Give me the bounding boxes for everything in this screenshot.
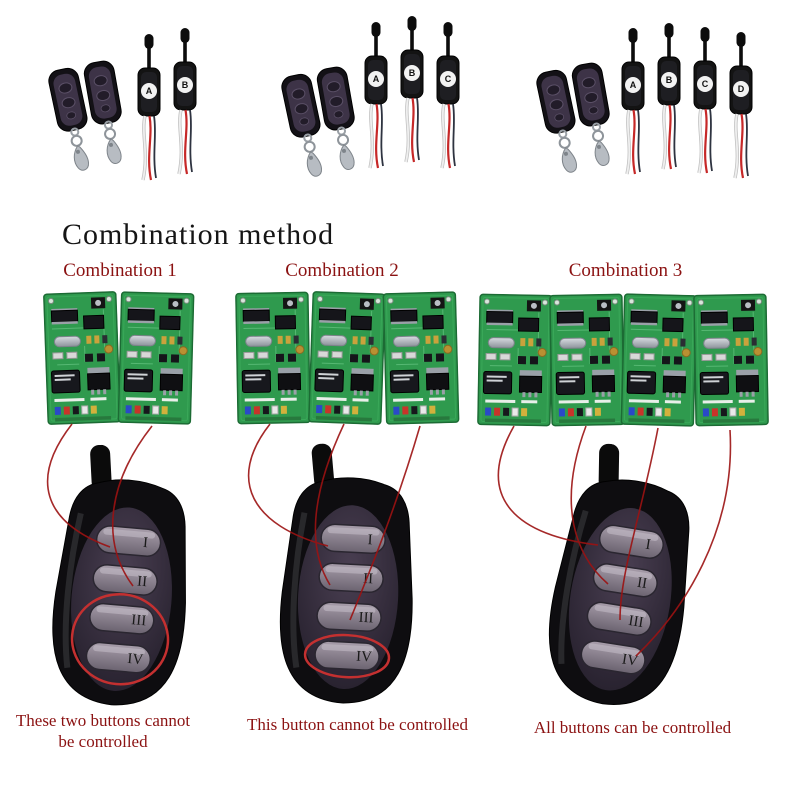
pcb-board: [43, 291, 121, 425]
receiver-label: C: [445, 74, 452, 84]
pcb-board: [235, 291, 311, 425]
remote-button-label: II: [136, 574, 147, 591]
remote-button-label: IV: [127, 651, 144, 668]
pcb-board: [117, 291, 195, 425]
pcb-board: [308, 291, 386, 425]
remote-button-label: IV: [621, 651, 639, 669]
combination-3-heading: Combination 3: [568, 260, 683, 281]
receiver-module: C: [435, 22, 461, 170]
receiver-label: B: [182, 80, 189, 90]
receiver-module: B: [656, 23, 682, 171]
kit-2-channel: A B: [45, 12, 205, 197]
remote-control-1: I II III IV: [19, 440, 222, 725]
receiver-label: B: [409, 68, 416, 78]
remote-control-2: I II III IV: [249, 440, 443, 719]
receiver-label: A: [146, 86, 153, 96]
circled-button-marker: [303, 633, 391, 679]
pcb-board: [549, 293, 625, 427]
remote-button-label: III: [131, 612, 147, 629]
receiver-label: A: [373, 74, 380, 84]
receiver-module: C: [692, 27, 718, 175]
receiver-label: A: [630, 80, 637, 90]
remote-button-label: I: [367, 532, 373, 548]
receiver-module: B: [172, 28, 198, 176]
receiver-module: B: [399, 16, 425, 164]
pcb-board: [477, 293, 553, 427]
pcb-board: [620, 293, 698, 427]
combination-1-caption: These two buttons cannot be controlled: [15, 711, 191, 752]
remote-button-label: IV: [356, 649, 373, 666]
circled-buttons-marker: [70, 592, 170, 686]
combination-2-caption: This button cannot be controlled: [247, 715, 468, 734]
remote-button-label: III: [627, 613, 644, 631]
remote-button-label: II: [363, 571, 374, 588]
kit-4-channel: A B C D: [533, 10, 763, 200]
receiver-label: D: [738, 84, 745, 94]
receiver-label: C: [702, 79, 709, 89]
combination-2-heading: Combination 2: [285, 260, 399, 281]
remote-control-3: I II III IV: [510, 435, 730, 730]
remote-button-label: III: [358, 610, 374, 627]
receiver-module: A: [620, 28, 646, 176]
kit-3-channel: A B C: [278, 6, 473, 196]
pcb-board: [382, 291, 460, 425]
receiver-module: D: [728, 32, 754, 180]
page-title: Combination method: [62, 218, 335, 251]
combination-1-heading: Combination 1: [63, 260, 177, 281]
receiver-label: B: [666, 75, 673, 85]
pcb-board: [693, 293, 769, 427]
receiver-module: A: [136, 34, 162, 182]
receiver-module: A: [363, 22, 389, 170]
combination-3-caption: All buttons can be controlled: [533, 718, 732, 737]
